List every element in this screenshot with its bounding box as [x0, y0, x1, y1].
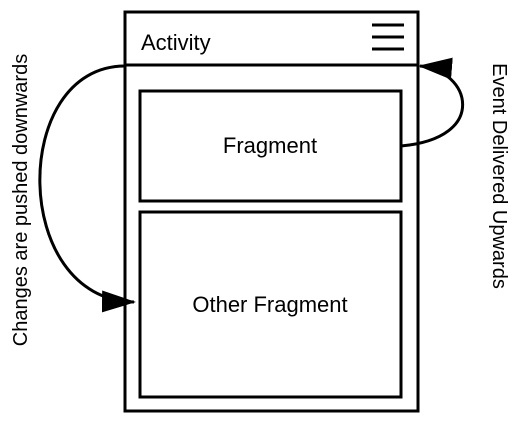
downward-arrow: [38, 64, 136, 313]
downward-arrow-label: Changes are pushed downwards: [10, 54, 32, 346]
fragment-box: Fragment: [138, 89, 403, 203]
activity-title: Activity: [141, 30, 211, 55]
other-fragment-label: Other Fragment: [192, 292, 347, 317]
fragment-label: Fragment: [223, 133, 317, 158]
hamburger-menu-icon: [372, 23, 404, 51]
upward-arrow-label: Event Delivered Upwards: [488, 63, 510, 289]
upward-arrow: [400, 57, 464, 148]
other-fragment-box: Other Fragment: [138, 210, 403, 399]
